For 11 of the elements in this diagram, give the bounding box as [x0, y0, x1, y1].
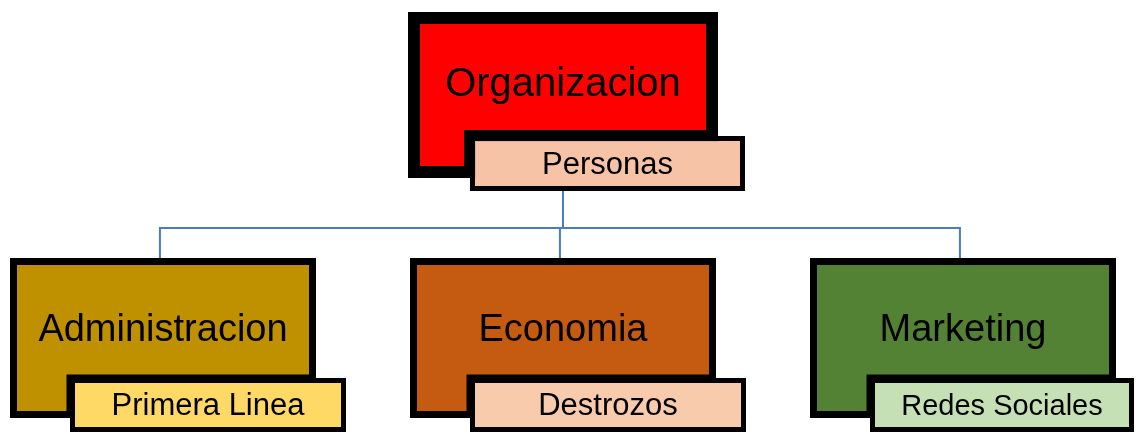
- subcategory-box: [870, 378, 1134, 432]
- subcategory-label: Primera Linea: [111, 387, 305, 423]
- subcategory-box: [70, 378, 346, 432]
- category-label: Organizacion: [445, 59, 681, 105]
- subcategory-label: Redes Sociales: [901, 388, 1103, 422]
- subcategory-box: [470, 378, 746, 432]
- category-label: Marketing: [879, 306, 1047, 350]
- category-label: Economia: [478, 306, 648, 350]
- subcategory-label: Destrozos: [538, 387, 678, 423]
- category-label: Administracion: [38, 306, 288, 350]
- subcategory-label: Personas: [542, 145, 673, 182]
